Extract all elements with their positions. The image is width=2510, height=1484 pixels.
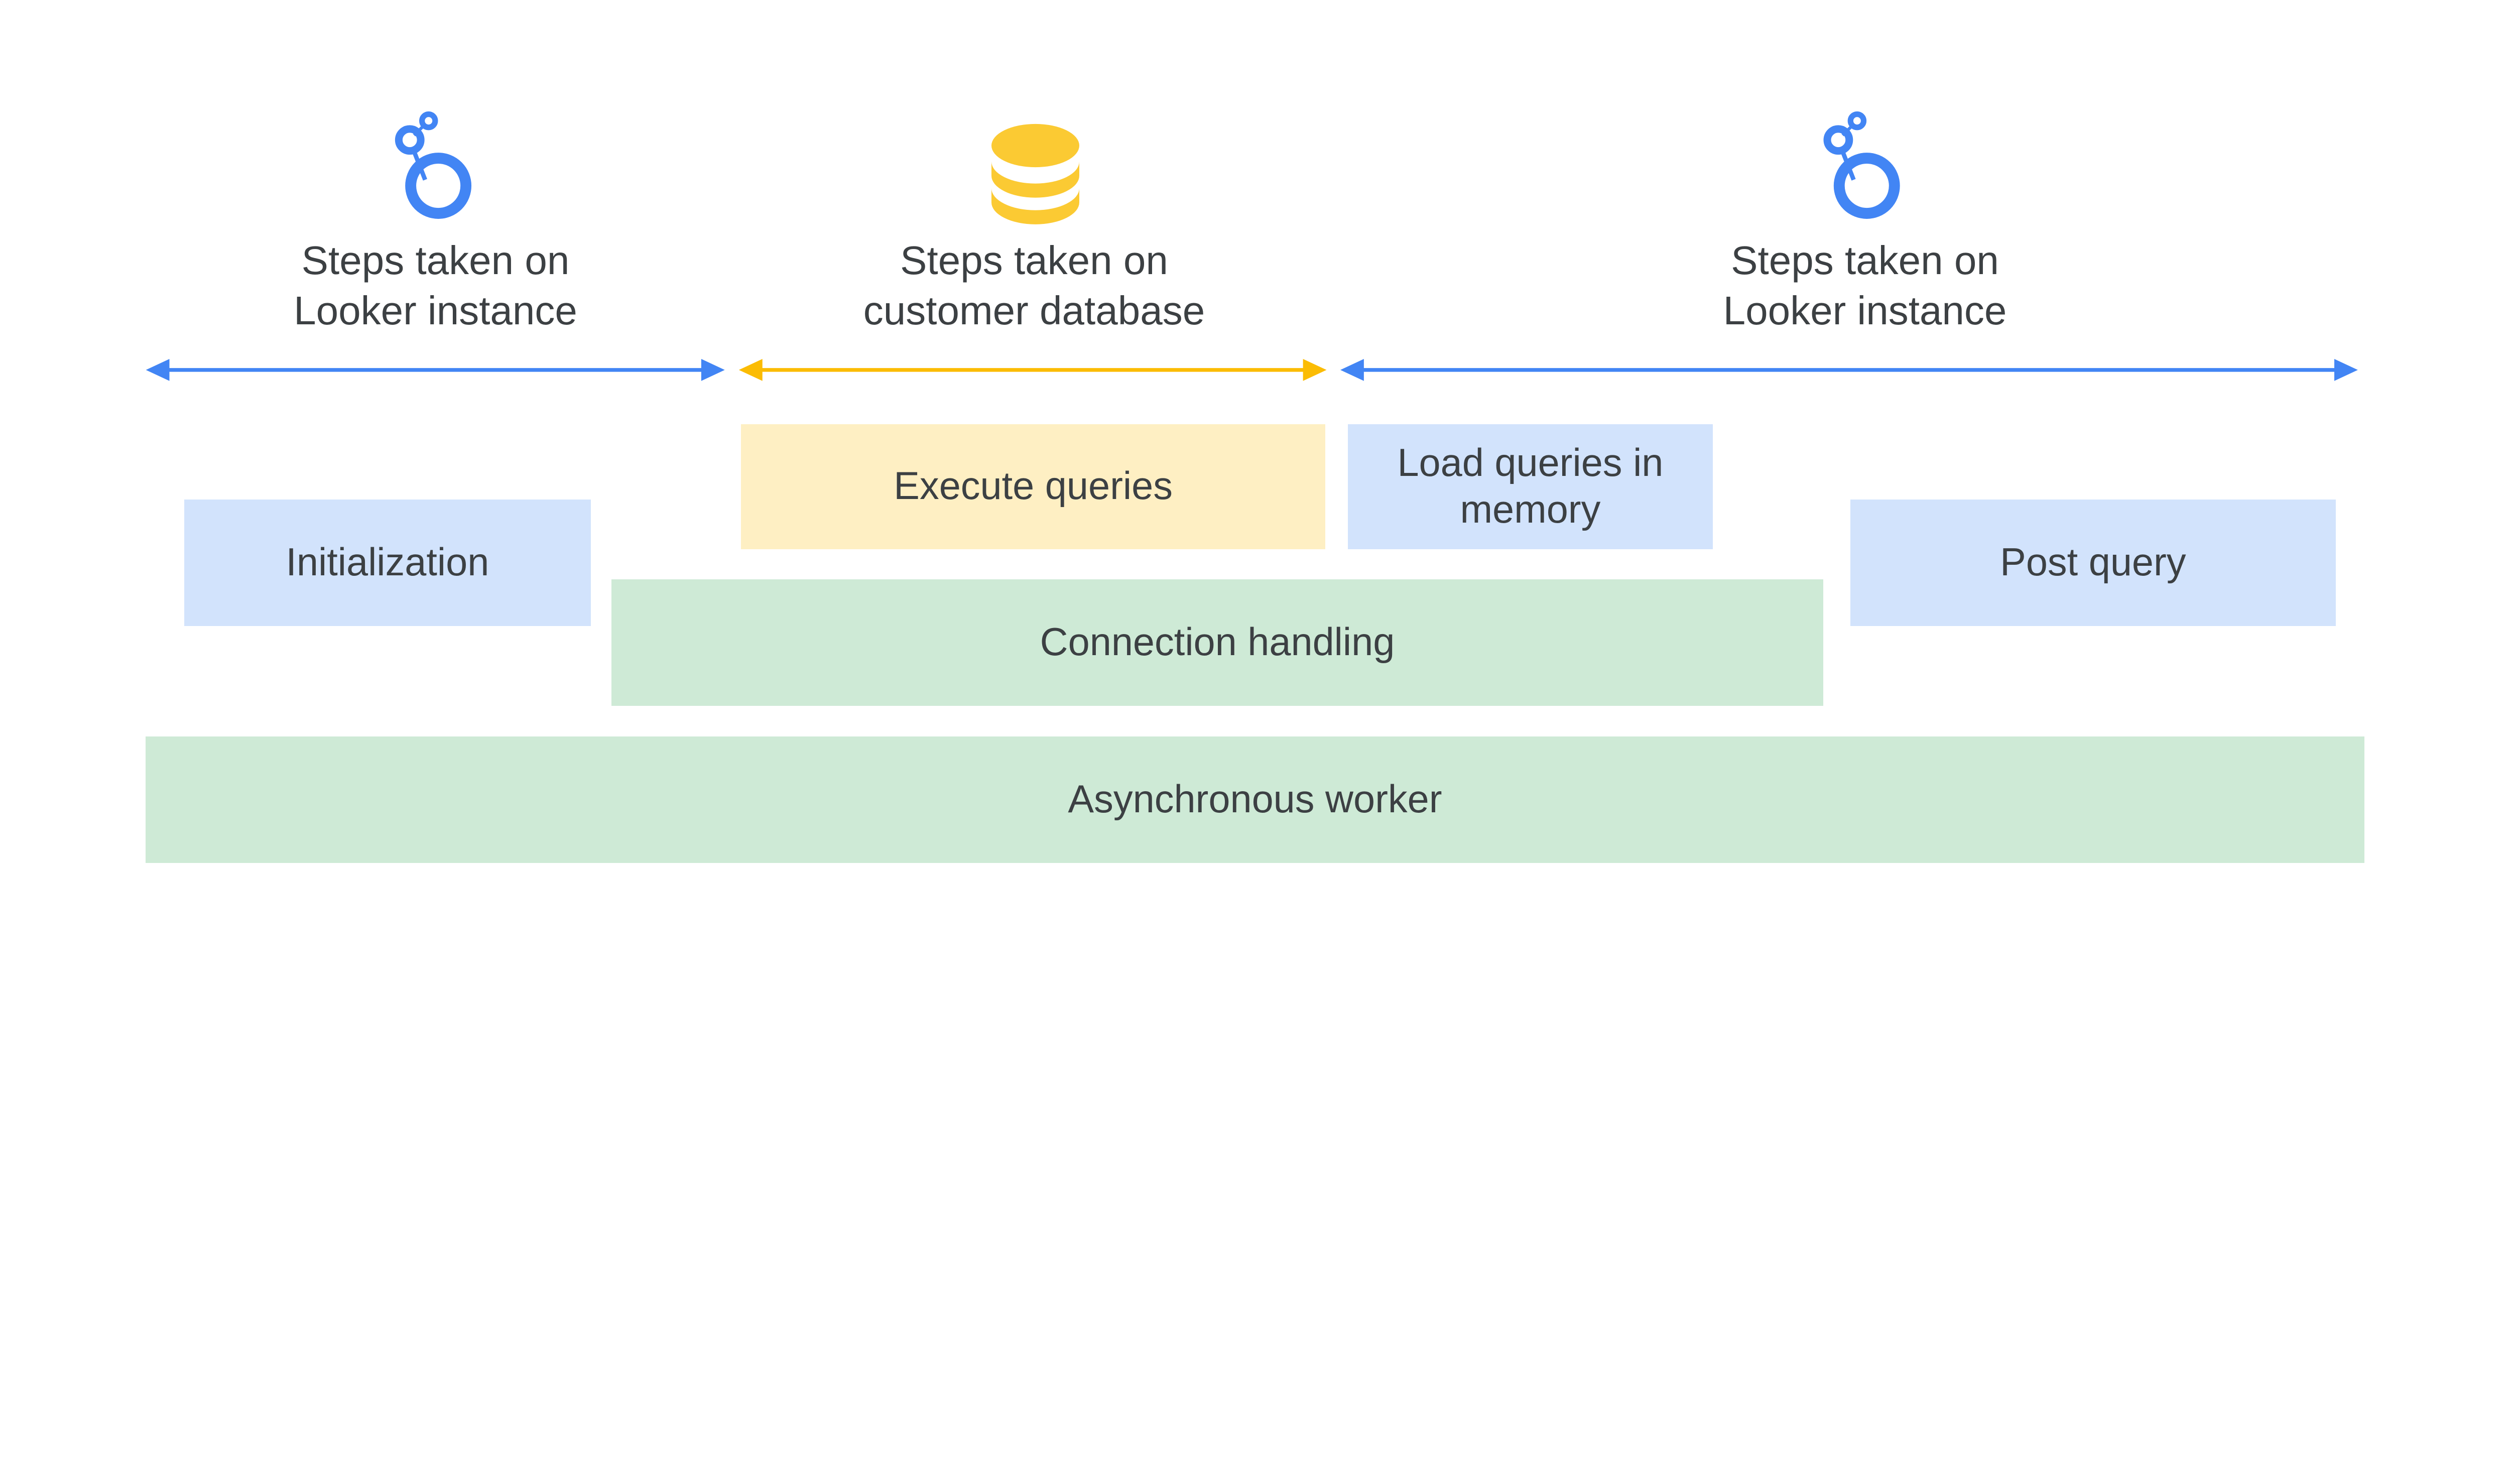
looker-left-span-arrow bbox=[146, 359, 725, 381]
post-query-box: Post query bbox=[1850, 500, 2336, 626]
section-header-line1: Steps taken on bbox=[900, 237, 1168, 283]
load-queries-box: Load queries in memory bbox=[1348, 424, 1713, 549]
looker-logo-icon bbox=[395, 111, 472, 219]
connection-handling-box: Connection handling bbox=[611, 579, 1823, 706]
execute-queries-label: Execute queries bbox=[894, 464, 1173, 508]
initialization-label: Initialization bbox=[286, 541, 489, 584]
section-header-looker-left: Steps taken on Looker instance bbox=[216, 235, 655, 336]
database-span-arrow bbox=[738, 359, 1327, 381]
section-header-line2: Looker instance bbox=[1723, 288, 2007, 333]
section-header-line1: Steps taken on bbox=[1731, 237, 1999, 283]
looker-logo-icon bbox=[1823, 111, 1900, 219]
section-header-line1: Steps taken on bbox=[301, 237, 570, 283]
load-queries-label-line1: Load queries in bbox=[1397, 441, 1664, 484]
asynchronous-worker-label: Asynchronous worker bbox=[1068, 777, 1442, 821]
post-query-label: Post query bbox=[2000, 541, 2186, 584]
execute-queries-box: Execute queries bbox=[741, 424, 1325, 549]
asynchronous-worker-box: Asynchronous worker bbox=[146, 736, 2364, 863]
database-icon bbox=[991, 123, 1079, 224]
diagram-graphics bbox=[146, 111, 2358, 381]
initialization-box: Initialization bbox=[184, 500, 591, 626]
section-header-looker-right: Steps taken on Looker instance bbox=[1646, 235, 2085, 336]
section-header-line2: customer database bbox=[863, 288, 1205, 333]
connection-handling-label: Connection handling bbox=[1040, 621, 1395, 664]
load-queries-label-line2: memory bbox=[1460, 488, 1601, 532]
section-header-line2: Looker instance bbox=[294, 288, 577, 333]
query-lifecycle-diagram: Steps taken on Looker instance Steps tak… bbox=[146, 111, 2364, 863]
section-header-database: Steps taken on customer database bbox=[815, 235, 1254, 336]
looker-right-span-arrow bbox=[1340, 359, 2358, 381]
